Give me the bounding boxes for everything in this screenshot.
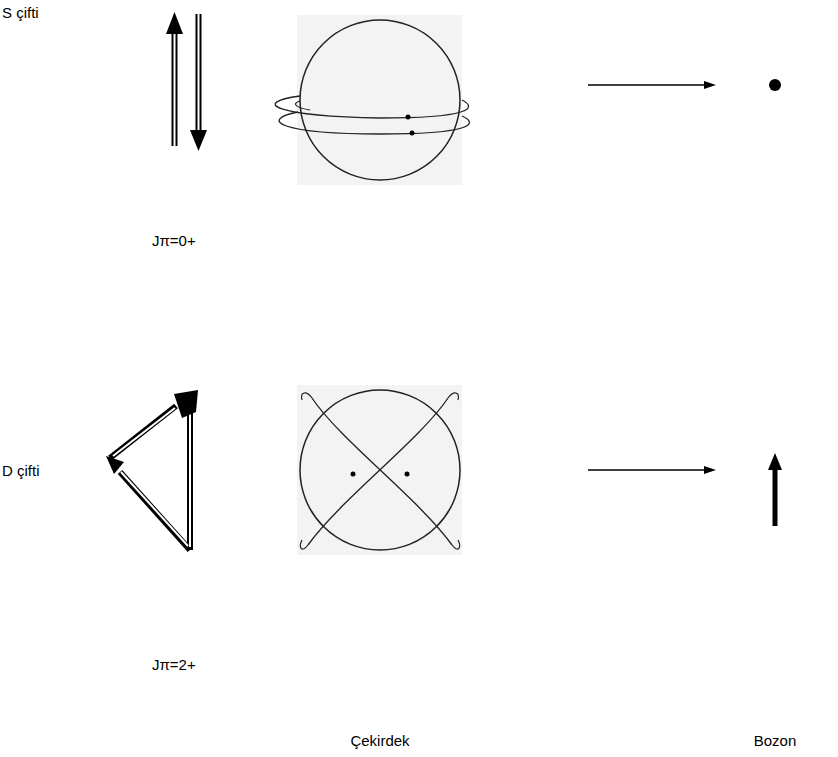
nucleus-s bbox=[275, 15, 469, 185]
column-title: Bozon bbox=[754, 732, 797, 750]
spin-parity: Jπ=2+ bbox=[152, 656, 196, 674]
d-boson-arrow bbox=[768, 453, 782, 526]
column-title: Çekirdek bbox=[350, 732, 409, 750]
s-boson-dot bbox=[769, 79, 781, 91]
pair-name: D çifti bbox=[2, 462, 40, 480]
s-pair-arrows bbox=[166, 12, 207, 151]
pair-name: S çifti bbox=[2, 4, 39, 22]
mapping-arrow bbox=[588, 81, 716, 89]
spin-parity: Jπ=0+ bbox=[152, 232, 196, 250]
mapping-arrow bbox=[588, 466, 716, 474]
d-pair-arrows bbox=[106, 390, 198, 550]
nucleus-d bbox=[297, 385, 462, 555]
